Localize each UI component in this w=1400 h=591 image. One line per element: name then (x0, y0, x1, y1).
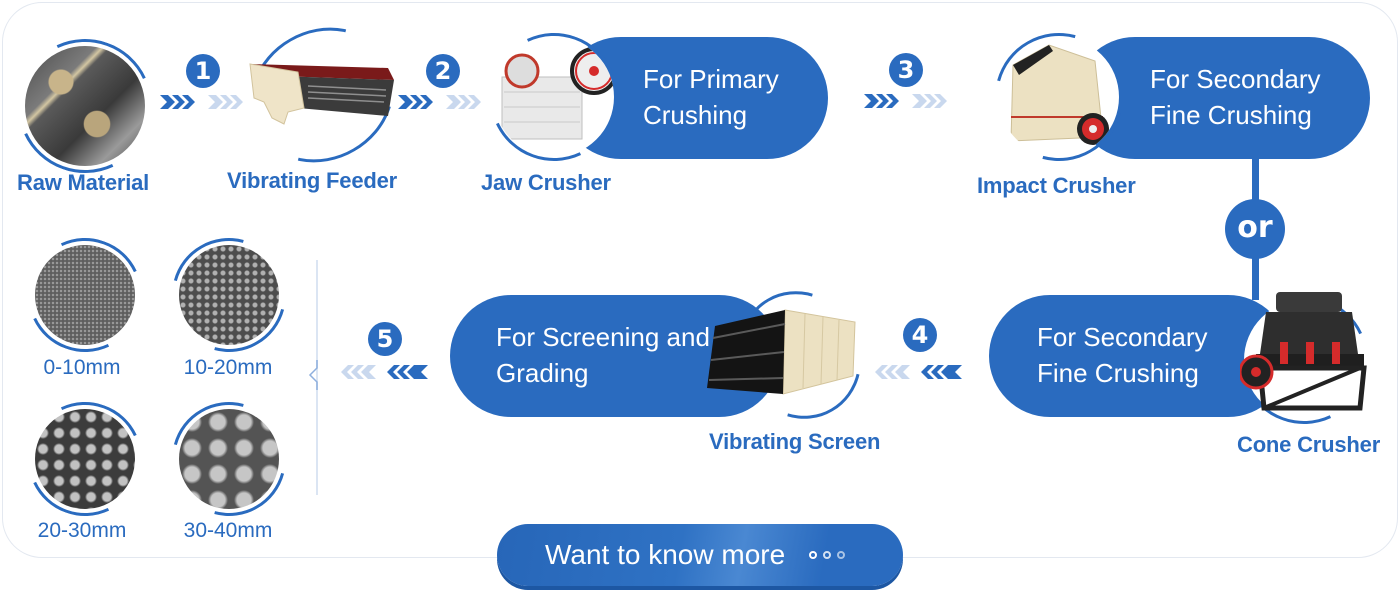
purpose-line-2: Fine Crushing (1150, 100, 1312, 130)
gravel-large-image (179, 409, 279, 509)
want-to-know-more-button[interactable]: Want to know more (497, 524, 903, 586)
arrow-left-icon (874, 363, 964, 381)
node-label: Jaw Crusher (481, 170, 611, 195)
connector-line (1252, 255, 1259, 300)
ellipsis-icon (809, 551, 845, 559)
arrow-left-icon (340, 363, 430, 381)
purpose-line-2: Grading (496, 358, 589, 388)
node-label: Vibrating Feeder (227, 168, 397, 193)
arrow-right-icon (160, 93, 250, 111)
size-label: 30-40mm (183, 519, 273, 542)
node-label: Raw Material (17, 170, 150, 195)
purpose-line-2: Crushing (643, 100, 748, 130)
gravel-medium-image (179, 245, 279, 345)
or-badge: or (1225, 199, 1285, 259)
gravel-fine-image (35, 245, 135, 345)
step-badge-1: 1 (186, 54, 220, 88)
step-badge-5: 5 (368, 322, 402, 356)
purpose-line-1: For Secondary (1037, 322, 1208, 352)
purpose-line-1: For Primary (643, 64, 779, 94)
purpose-pill: For Secondary Fine Crushing (1074, 37, 1370, 159)
purpose-pill: For Secondary Fine Crushing (989, 295, 1289, 417)
step-badge-2: 2 (426, 54, 460, 88)
arrow-right-icon (398, 93, 488, 111)
size-label: 10-20mm (183, 356, 273, 379)
node-label: Vibrating Screen (709, 429, 881, 454)
impact-crusher-image (999, 37, 1119, 157)
vibrating-feeder-image (248, 58, 398, 128)
step-badge-4: 4 (903, 318, 937, 352)
divider-notch (308, 360, 320, 395)
purpose-line-1: For Screening and (496, 322, 710, 352)
cta-label: Want to know more (545, 539, 786, 570)
size-label: 20-30mm (37, 519, 127, 542)
rock-pile-image (25, 46, 145, 166)
step-badge-3: 3 (889, 53, 923, 87)
node-label: Impact Crusher (977, 173, 1136, 198)
vibrating-screen-image (705, 308, 865, 398)
purpose-line-1: For Secondary (1150, 64, 1321, 94)
purpose-line-2: Fine Crushing (1037, 358, 1199, 388)
jaw-crusher-image (494, 37, 614, 157)
cone-crusher-image (1240, 292, 1367, 420)
size-label: 0-10mm (43, 356, 121, 379)
connector-line (1252, 155, 1259, 205)
products-divider (316, 260, 318, 495)
node-label: Cone Crusher (1237, 432, 1381, 457)
gravel-coarse-image (35, 409, 135, 509)
arrow-right-icon (864, 92, 954, 110)
